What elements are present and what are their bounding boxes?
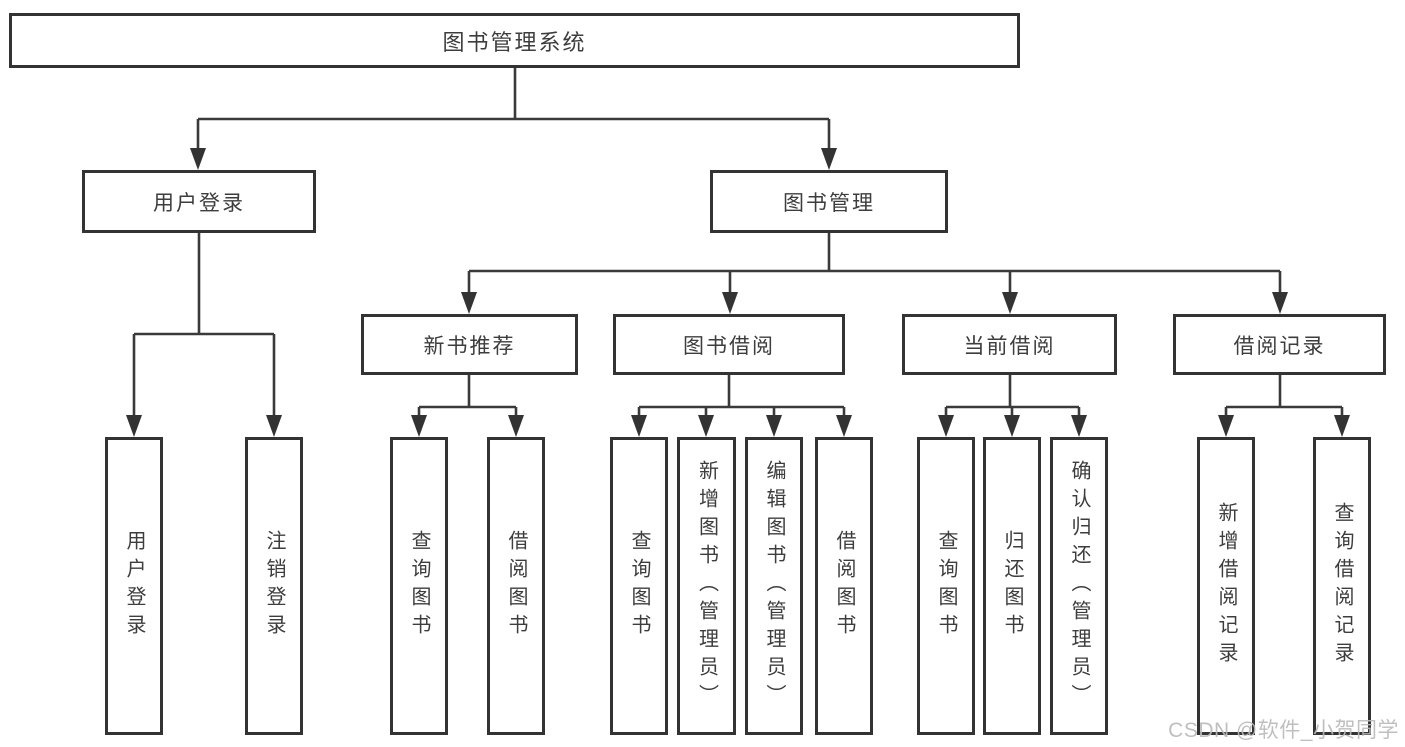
node-label: 图书借阅 [683, 334, 775, 358]
leaf-query-borrow-record: 查询借阅记录 [1313, 437, 1371, 735]
node-label: 借阅图书 [505, 530, 527, 642]
connector-book-management-to-level3 [461, 233, 1288, 314]
connector-user-login-to-children [126, 233, 282, 437]
node-root-library-system: 图书管理系统 [9, 13, 1020, 68]
connector-book-borrow-to-children [631, 375, 852, 437]
leaf-borrow-books-recommend: 借阅图书 [487, 437, 545, 735]
leaf-edit-books-admin: 编辑图书（管理员） [745, 437, 803, 735]
leaf-query-books-recommend: 查询图书 [390, 437, 448, 735]
node-book-borrow: 图书借阅 [613, 314, 845, 375]
node-book-management: 图书管理 [710, 170, 948, 233]
node-label: 用户登录 [153, 191, 245, 215]
node-label: 注销登录 [263, 530, 285, 642]
leaf-logout: 注销登录 [245, 437, 303, 735]
node-label: 新书推荐 [423, 334, 516, 358]
connector-root-to-level2 [190, 68, 837, 170]
node-label: 图书管理系统 [442, 29, 587, 55]
connector-borrow-records-to-children [1218, 375, 1350, 437]
node-label: 编辑图书（管理员） [763, 460, 785, 712]
node-label: 当前借阅 [963, 334, 1056, 358]
node-label: 新增图书（管理员） [695, 460, 718, 712]
leaf-query-books-current: 查询图书 [917, 437, 975, 735]
node-label: 用户登录 [123, 530, 145, 642]
leaf-add-books-admin: 新增图书（管理员） [677, 437, 736, 735]
leaf-confirm-return-admin: 确认归还（管理员） [1050, 437, 1108, 735]
node-label: 借阅图书 [833, 530, 855, 642]
node-borrow-records: 借阅记录 [1173, 314, 1386, 375]
connector-current-borrow-to-children [938, 375, 1087, 437]
csdn-watermark: CSDN @软件_小贺同学 [1168, 719, 1399, 742]
leaf-return-books: 归还图书 [983, 437, 1041, 735]
node-label: 查询图书 [408, 530, 430, 642]
leaf-borrow-books: 借阅图书 [815, 437, 873, 735]
node-label: 借阅记录 [1233, 334, 1326, 358]
leaf-query-books-borrow: 查询图书 [610, 437, 668, 735]
node-label: 图书管理 [783, 191, 875, 215]
node-label: 新增借阅记录 [1215, 502, 1237, 670]
node-label: 查询借阅记录 [1331, 502, 1353, 670]
node-new-book-recommend: 新书推荐 [361, 314, 578, 375]
node-user-login: 用户登录 [82, 170, 316, 233]
node-current-borrow: 当前借阅 [902, 314, 1117, 375]
node-label: 查询图书 [935, 530, 957, 642]
node-label: 查询图书 [628, 530, 650, 642]
node-label: 确认归还（管理员） [1068, 460, 1090, 712]
leaf-user-login: 用户登录 [105, 437, 163, 735]
node-label: 归还图书 [1001, 530, 1023, 642]
connector-new-book-to-children [411, 375, 524, 437]
leaf-add-borrow-record: 新增借阅记录 [1197, 437, 1255, 735]
